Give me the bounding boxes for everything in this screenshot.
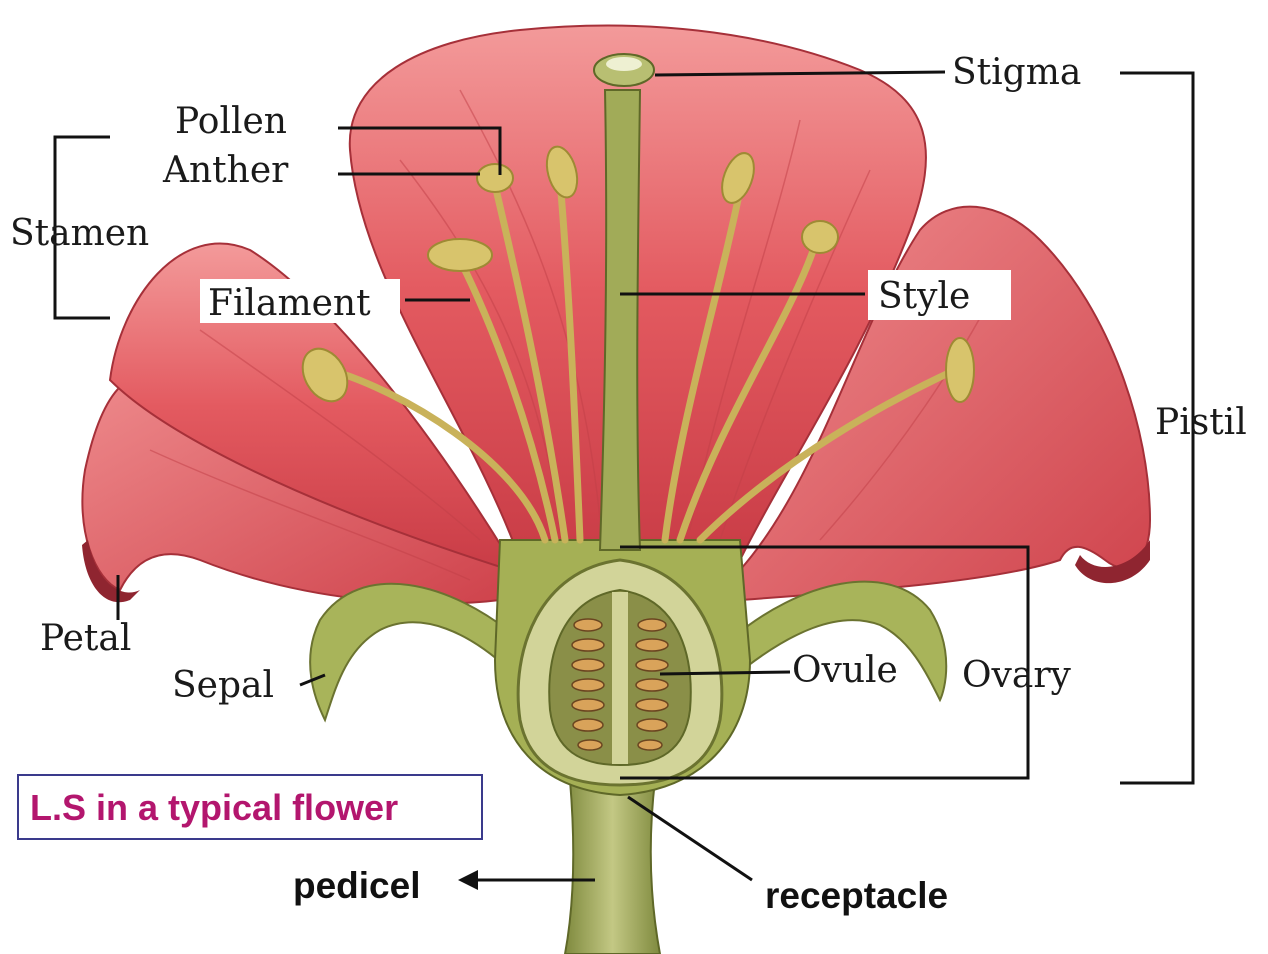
receptacle-label: receptacle xyxy=(765,875,948,916)
style-column xyxy=(600,90,640,550)
pedicel-label: pedicel xyxy=(293,865,421,906)
filament-label: Filament xyxy=(208,283,371,324)
pollen-label: Pollen xyxy=(175,101,287,142)
anther-label: Anther xyxy=(162,150,289,191)
sepal-left xyxy=(310,584,520,720)
stigma-label: Stigma xyxy=(952,52,1081,93)
pedicel-stalk xyxy=(565,780,660,954)
caption-box: L.S in a typical flower xyxy=(18,775,482,839)
sepal-label: Sepal xyxy=(172,665,274,706)
petal-label: Petal xyxy=(40,618,131,659)
pistil-label: Pistil xyxy=(1155,402,1247,443)
stamen-label: Stamen xyxy=(10,213,149,254)
ovary-label: Ovary xyxy=(962,655,1072,696)
pedicel-arrow-head xyxy=(458,870,478,890)
ovule-label: Ovule xyxy=(792,650,898,691)
style-label: Style xyxy=(878,276,970,317)
caption-text: L.S in a typical flower xyxy=(30,787,398,828)
